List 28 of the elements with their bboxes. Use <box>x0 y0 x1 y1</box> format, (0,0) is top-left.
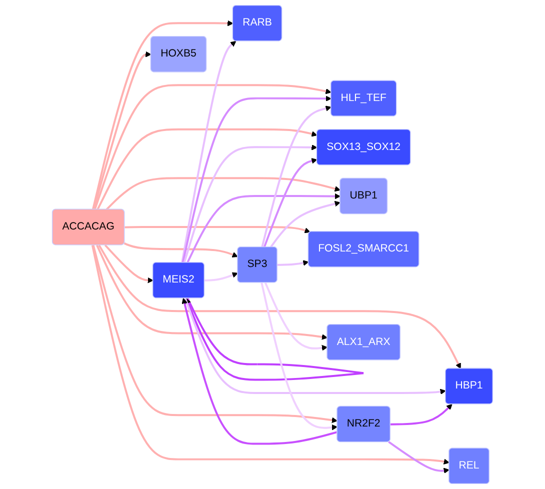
arrow <box>260 282 338 430</box>
arrow <box>92 244 338 424</box>
arrow <box>183 144 318 263</box>
arrow <box>96 244 328 340</box>
arrow <box>204 272 238 282</box>
arrow <box>264 282 328 351</box>
arrow <box>277 260 309 266</box>
arrow <box>181 40 236 263</box>
arrow <box>388 441 450 474</box>
arrow <box>91 244 450 464</box>
arrow <box>92 20 234 210</box>
arrow <box>124 242 238 258</box>
arrow <box>184 298 446 395</box>
arrow <box>261 106 332 248</box>
arrow <box>106 177 340 210</box>
arrow <box>186 193 340 264</box>
arrow <box>182 96 332 263</box>
arrow <box>98 244 461 369</box>
arrow <box>182 298 338 445</box>
arrow <box>94 84 332 210</box>
arrow <box>124 226 310 234</box>
arrow <box>96 128 318 210</box>
arrow <box>185 298 364 381</box>
arrow <box>390 404 452 426</box>
arrow <box>270 200 340 248</box>
arrow <box>263 158 318 248</box>
arrow <box>104 244 154 284</box>
arrow <box>92 51 152 210</box>
